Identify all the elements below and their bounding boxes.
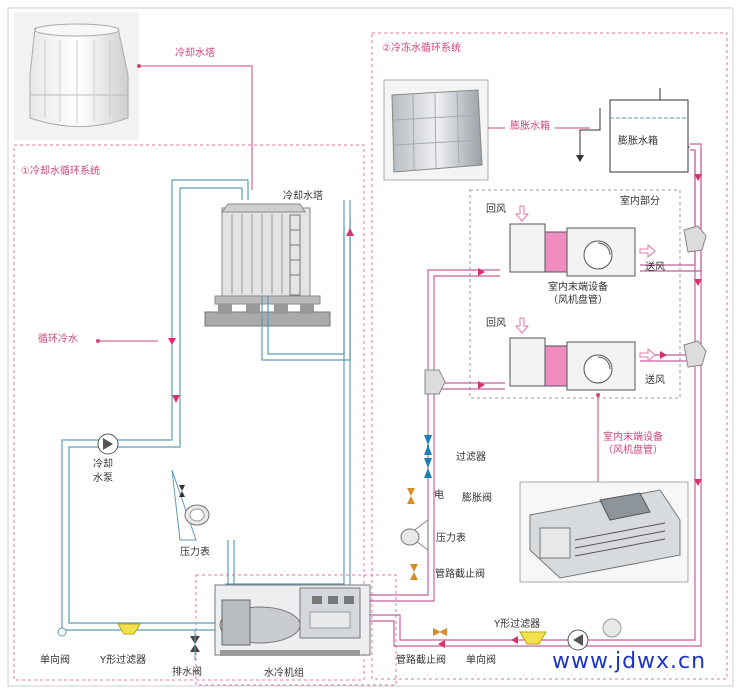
check-valve-right-label: 单向阀 [466,655,496,666]
chiller-label: 水冷机组 [264,668,304,679]
cooling-system-title: ①冷却水循环系统 [21,166,100,177]
chiller-unit-icon [214,584,371,656]
arrow-icon [514,317,656,363]
valve-icon [424,225,707,395]
terminal-2-label-1: 室内末端设备 [603,432,663,443]
terminal-1-label-2: （风机盘管） [548,295,608,306]
y-filter-icon [519,631,547,645]
return-air-1-label: 回风 [486,204,506,215]
tower-callout-line [139,65,253,190]
tower-top-callout: 冷却水塔 [175,48,215,59]
valve-icon [407,435,447,636]
website-watermark[interactable]: www.jdwx.cn [552,649,707,674]
supply-air-1-label: 送风 [645,262,665,273]
indoor-part-label: 室内部分 [620,196,660,207]
water-tank-icon [383,79,489,181]
stop-valve-2-label: 管路截止阀 [396,655,446,666]
electric-valve-label: 电 [434,490,444,501]
pump-icon [97,433,119,455]
water-tank-icon [576,88,689,173]
stop-valve-1-label: 管路截止阀 [435,569,485,580]
check-valve-left-label: 单向阀 [40,655,70,666]
valve-icon [190,630,200,660]
pressure-gauge-icon [602,618,622,638]
supply-air-2-label: 送风 [645,375,665,386]
tower-inner-label: 冷却水塔 [283,191,323,202]
pressure-gauge-icon [171,469,210,541]
filter-label: 过滤器 [456,452,486,463]
chilled-water-pipes [370,143,702,647]
y-filter-left-label: Y形过滤器 [100,655,147,666]
cooling-pump-label-1: 冷却 [93,459,113,470]
expansion-callout: 膨胀水箱 [510,121,550,132]
terminal-2-label-2: （风机盘管） [603,445,663,456]
fan-coil-icon [519,481,689,583]
indoor-part-border [469,189,681,399]
pressure-gauge-left-label: 压力表 [180,547,210,558]
circulating-water-label: 循环冷水 [38,334,78,345]
return-air-2-label: 回风 [486,318,506,329]
terminal-1-label-1: 室内末端设备 [548,282,608,293]
cooling-system-border [13,144,365,681]
chilled-system-border [371,32,728,680]
drain-valve-label: 排水阀 [172,667,202,678]
cooling-tower-icon [14,12,139,140]
outer-frame [7,7,734,687]
expansion-tank-label: 膨胀水箱 [618,136,658,147]
pump-icon [567,629,589,651]
y-filter-right-label: Y形过滤器 [494,619,541,630]
pressure-gauge-icon [400,519,429,551]
expansion-valve-label: 膨胀阀 [462,493,492,504]
fan-coil-icon [509,337,636,391]
fan-coil-icon [509,223,636,277]
cooling-pump-label-2: 水泵 [93,473,113,484]
y-filter-icon [117,623,141,635]
pressure-gauge-right-label: 压力表 [436,533,466,544]
chilled-system-title: ②冷冻水循环系统 [382,43,461,54]
arrow-icon [514,205,656,259]
check-valve-icon [57,627,67,637]
